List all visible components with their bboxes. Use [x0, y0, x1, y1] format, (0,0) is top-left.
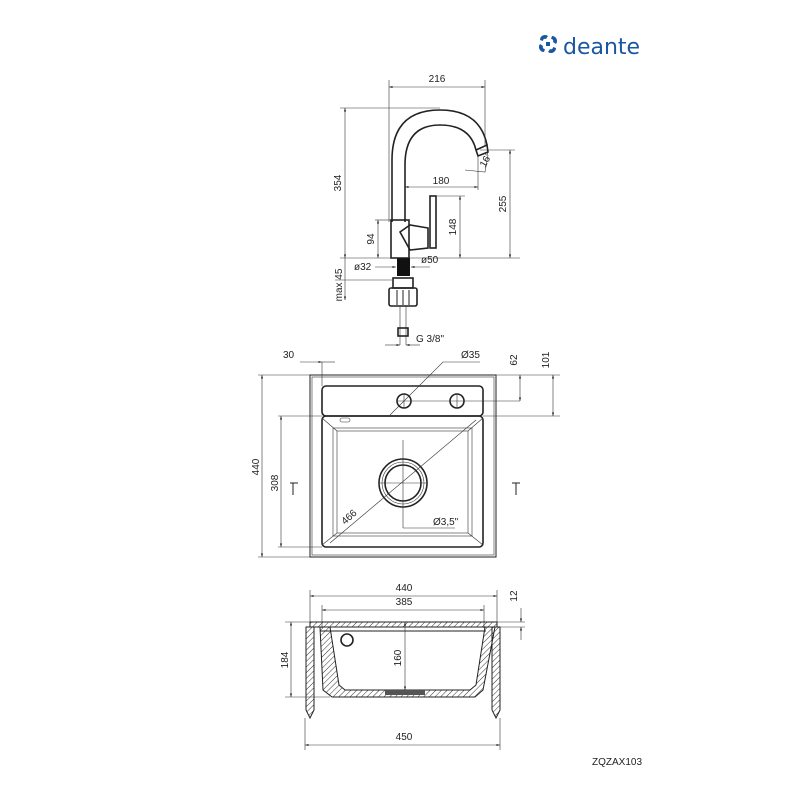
dim-dia50: ø50: [421, 255, 439, 266]
dim-dia32: ø32: [354, 262, 372, 273]
brand-logo: deante: [539, 35, 640, 60]
dim-466: 466: [340, 508, 360, 528]
brand-name: deante: [563, 35, 640, 60]
angle-16: 16°: [478, 151, 495, 170]
dim-216: 216: [429, 74, 446, 85]
dim-160: 160: [393, 649, 404, 666]
faucet-lever: [429, 195, 437, 249]
deante-logo-icon: [539, 35, 557, 54]
dim-184: 184: [280, 651, 291, 668]
product-code: ZQZAX103: [592, 757, 642, 768]
faucet-drawing: 216 354 180 255 148 94 16° ø32 ø50 max 4…: [333, 74, 520, 347]
dim-308: 308: [270, 474, 281, 491]
dim-94: 94: [366, 233, 377, 245]
dim-385: 385: [396, 597, 413, 608]
bowl-section: [319, 626, 496, 698]
dim-148: 148: [448, 218, 459, 235]
dim-180: 180: [433, 176, 450, 187]
hole-diameter: Ø35: [461, 350, 480, 361]
faucet-body: [390, 219, 410, 259]
dim-450: 450: [396, 732, 413, 743]
sink-top-view: 30 Ø35 62 101 440 308 466 Ø3,5": [251, 350, 560, 558]
dim-max45: max 45: [334, 268, 345, 301]
dim-62: 62: [509, 354, 520, 366]
spout-inner: [404, 124, 477, 222]
drain-size: Ø3,5": [433, 517, 459, 528]
mounting-base: [397, 258, 410, 276]
sink-section-view: 440 385 12 184 160 450: [280, 583, 525, 750]
dim-30: 30: [283, 350, 295, 361]
dim-101: 101: [541, 351, 552, 368]
dim-354: 354: [333, 174, 344, 191]
dim-440-width: 440: [396, 583, 413, 594]
dim-12: 12: [509, 590, 520, 602]
dim-440-depth: 440: [251, 458, 262, 475]
spout-outer: [391, 109, 488, 222]
thread-size: G 3/8": [416, 334, 444, 345]
dim-255: 255: [498, 195, 509, 212]
